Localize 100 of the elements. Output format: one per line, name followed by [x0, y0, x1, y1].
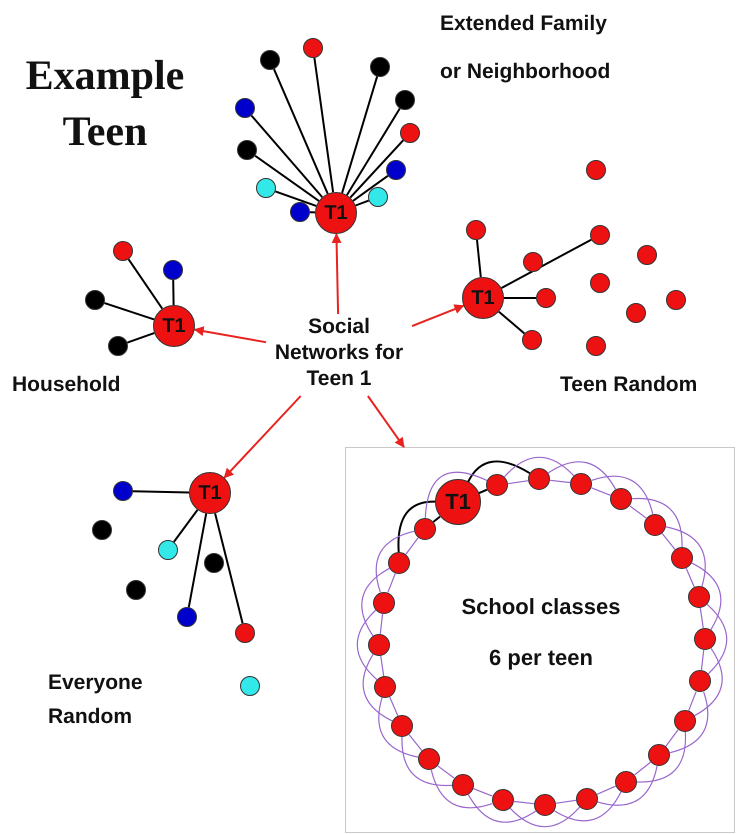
link-line	[380, 656, 384, 676]
link-line	[498, 310, 526, 334]
link-line	[350, 140, 404, 198]
link-line	[273, 68, 329, 194]
person-node: T1	[315, 192, 357, 234]
person-dot	[694, 628, 716, 650]
link-line	[591, 487, 612, 496]
group-label: Everyone Random	[48, 670, 144, 730]
link-line	[686, 568, 695, 588]
person-node: T1	[153, 305, 195, 347]
person-dot	[386, 160, 406, 180]
link-line	[554, 791, 622, 822]
link-line	[128, 258, 164, 310]
person-dot	[395, 90, 415, 110]
person-dot	[570, 472, 592, 495]
person-dot	[204, 553, 224, 573]
group-label: Extended Family or Neighborhood	[440, 11, 612, 85]
person-node: T1	[435, 479, 482, 526]
link-line	[597, 766, 658, 806]
link-line	[636, 732, 686, 783]
link-line	[504, 456, 574, 478]
link-line	[478, 488, 488, 494]
link-line	[432, 516, 441, 523]
person-dot	[374, 676, 396, 698]
group-label: Household	[12, 373, 122, 397]
person-dot	[666, 290, 686, 310]
link-line	[630, 506, 647, 519]
link-line	[406, 537, 419, 554]
person-dot	[637, 245, 657, 265]
person-dot	[290, 202, 310, 222]
link-line	[341, 76, 378, 194]
link-line	[688, 691, 697, 712]
link-line	[662, 533, 676, 550]
link-line	[706, 604, 728, 674]
person-dot	[113, 481, 133, 501]
person-dot	[126, 580, 146, 600]
link-line	[356, 610, 378, 680]
person-dot	[235, 623, 255, 643]
link-line	[408, 734, 422, 751]
link-line	[188, 513, 208, 608]
group-note: 6 per teen	[488, 645, 594, 671]
person-dot	[237, 140, 257, 160]
link-line	[691, 562, 722, 630]
arrow	[412, 304, 464, 328]
link-line	[254, 154, 320, 202]
person-dot	[522, 330, 542, 350]
link-line	[310, 211, 316, 214]
person-dot	[648, 744, 670, 766]
person-dot	[528, 468, 550, 490]
link-line	[172, 280, 175, 306]
link-line	[504, 297, 536, 299]
person-dot	[466, 220, 486, 240]
person-dot	[388, 552, 410, 574]
person-dot	[158, 540, 178, 560]
link-line	[700, 650, 704, 671]
link-line	[352, 174, 388, 202]
link-line	[397, 500, 436, 552]
person-dot	[240, 676, 260, 696]
person-dot	[688, 586, 710, 608]
person-dot	[370, 57, 390, 77]
person-node: T1	[462, 277, 504, 319]
link-line	[127, 332, 155, 344]
person-dot	[418, 748, 440, 770]
person-dot	[576, 788, 598, 810]
group-title: School classes	[460, 594, 622, 620]
person-dot	[614, 770, 637, 793]
link-line	[214, 513, 244, 624]
link-line	[694, 648, 723, 716]
link-line	[380, 613, 384, 634]
person-dot	[400, 123, 420, 143]
link-line	[424, 472, 488, 518]
link-line	[401, 736, 452, 786]
person-dot	[689, 670, 712, 692]
person-dot	[523, 252, 543, 272]
link-line	[250, 114, 323, 198]
link-line	[596, 786, 616, 795]
link-line	[275, 190, 317, 207]
person-dot	[163, 260, 183, 280]
person-dot	[610, 488, 632, 510]
link-line	[313, 58, 334, 192]
person-dot	[590, 273, 610, 293]
link-line	[548, 461, 616, 490]
group-label: Teen Random	[560, 373, 698, 397]
person-dot	[391, 714, 414, 737]
link-line	[132, 490, 190, 494]
center-label: Social Networks for Teen 1	[266, 314, 412, 396]
link-line	[346, 108, 401, 196]
link-line	[508, 480, 528, 484]
person-dot	[492, 789, 514, 812]
link-line	[665, 730, 678, 747]
person-dot	[368, 187, 388, 207]
person-dot	[534, 794, 556, 816]
link-line	[670, 692, 708, 754]
link-line	[476, 240, 482, 278]
link-line	[510, 806, 580, 828]
link-line	[361, 568, 390, 636]
arrow	[224, 395, 302, 478]
arrow	[367, 395, 405, 448]
link-line	[550, 480, 571, 484]
link-line	[173, 509, 198, 542]
